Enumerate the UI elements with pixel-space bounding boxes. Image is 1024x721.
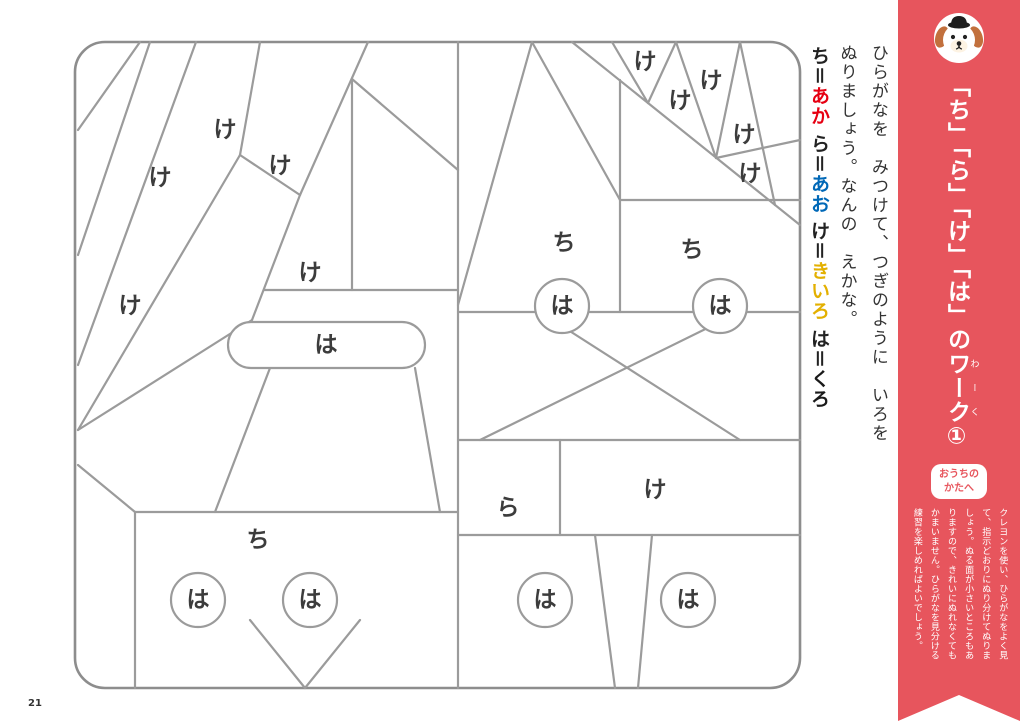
puzzle-label: け bbox=[644, 477, 667, 503]
puzzle-label: け bbox=[700, 68, 723, 94]
coloring-puzzle: け け け け け は ち は は け け け け け ち ち は は け ら bbox=[70, 36, 805, 696]
puzzle-label: け bbox=[269, 153, 292, 179]
puzzle-shapes bbox=[169, 277, 749, 629]
circle-region bbox=[659, 571, 717, 629]
legend-color-name: あか bbox=[808, 86, 830, 127]
instruction-line: ひらがなを みつけて、つぎのように いろを bbox=[867, 44, 888, 443]
legend-color-name: きいろ bbox=[808, 261, 830, 322]
puzzle-label: は bbox=[551, 293, 574, 319]
puzzle-label: ち bbox=[681, 237, 704, 263]
legend-equals: ＝ bbox=[808, 348, 830, 369]
legend-item-ra: ら＝あお bbox=[808, 134, 830, 214]
title-furigana: わーく bbox=[968, 351, 979, 424]
legend-char: け bbox=[808, 221, 830, 242]
parents-note-text: クレヨンを使い、ひらがなをよく見て、指示どおりにぬり分けてぬりましょう。ぬる面が… bbox=[911, 508, 1008, 660]
parents-note-badge: おうちの かたへ bbox=[931, 464, 987, 499]
legend-char: ち bbox=[808, 46, 830, 66]
legend-equals: ＝ bbox=[808, 66, 830, 87]
puzzle-lines bbox=[73, 40, 802, 690]
puzzle-label: ち bbox=[553, 230, 576, 256]
circle-region bbox=[691, 277, 749, 335]
puzzle-label: け bbox=[299, 260, 322, 286]
puzzle-label: け bbox=[119, 293, 142, 319]
circle-region bbox=[281, 571, 339, 629]
color-legend: ち＝あか ら＝あお け＝きいろ は＝くろ bbox=[806, 46, 833, 526]
puzzle-label: ら bbox=[497, 495, 520, 521]
puzzle-label: は bbox=[709, 293, 732, 319]
worksheet-title: 「ち」「ら」「け」「は」のワークわーく① bbox=[940, 74, 979, 464]
puzzle-label: け bbox=[214, 117, 237, 143]
legend-char: ら bbox=[808, 133, 830, 154]
puzzle-label: け bbox=[669, 88, 692, 114]
legend-color-name: あお bbox=[808, 173, 830, 214]
puzzle-label: ち bbox=[247, 527, 270, 553]
puzzle-label: け bbox=[634, 49, 657, 75]
legend-equals: ＝ bbox=[808, 241, 830, 262]
instruction-text: ひらがなを みつけて、つぎのように いろを ぬりましょう。なんの えかな。 bbox=[830, 44, 893, 662]
circle-region bbox=[516, 571, 574, 629]
pill-region bbox=[226, 320, 427, 370]
title-main: 「ち」「ら」「け」「は」の bbox=[943, 74, 970, 352]
circle-region bbox=[533, 277, 591, 335]
legend-item-ke: け＝きいろ bbox=[808, 221, 830, 321]
puzzle-label: け bbox=[149, 165, 172, 191]
puzzle-label: け bbox=[739, 161, 762, 187]
badge-line: おうちの bbox=[939, 469, 979, 480]
puzzle-art: け け け け け は ち は は け け け け け ち ち は は け ら bbox=[73, 40, 802, 690]
title-work: ワークわーく bbox=[944, 352, 970, 424]
title-banner: 「ち」「ら」「け」「は」のワークわーく① おうちの かたへ クレヨンを使い、ひら… bbox=[898, 0, 1020, 721]
puzzle-label: は bbox=[299, 587, 322, 613]
puzzle-label: は bbox=[187, 587, 210, 613]
puzzle-label: は bbox=[534, 587, 557, 613]
puzzle-label: は bbox=[677, 587, 700, 613]
badge-line: かたへ bbox=[944, 482, 974, 494]
instruction-line: ぬりましょう。なんの えかな。 bbox=[836, 44, 857, 329]
title-number: ① bbox=[943, 423, 970, 451]
circle-region bbox=[169, 571, 227, 629]
puzzle-label: け bbox=[733, 122, 756, 148]
legend-char: は bbox=[808, 328, 830, 349]
title-work-text: ワーク bbox=[943, 351, 970, 424]
legend-item-ha: は＝くろ bbox=[808, 329, 830, 409]
legend-color-name: くろ bbox=[808, 368, 830, 409]
page-number: 21 bbox=[28, 698, 42, 709]
legend-equals: ＝ bbox=[808, 153, 830, 174]
puzzle-label: は bbox=[315, 332, 338, 358]
dog-mascot-icon bbox=[933, 12, 985, 64]
legend-item-chi: ち＝あか bbox=[808, 46, 830, 126]
puzzle-labels: け け け け け は ち は は け け け け け ち ち は は け ら bbox=[119, 49, 762, 613]
